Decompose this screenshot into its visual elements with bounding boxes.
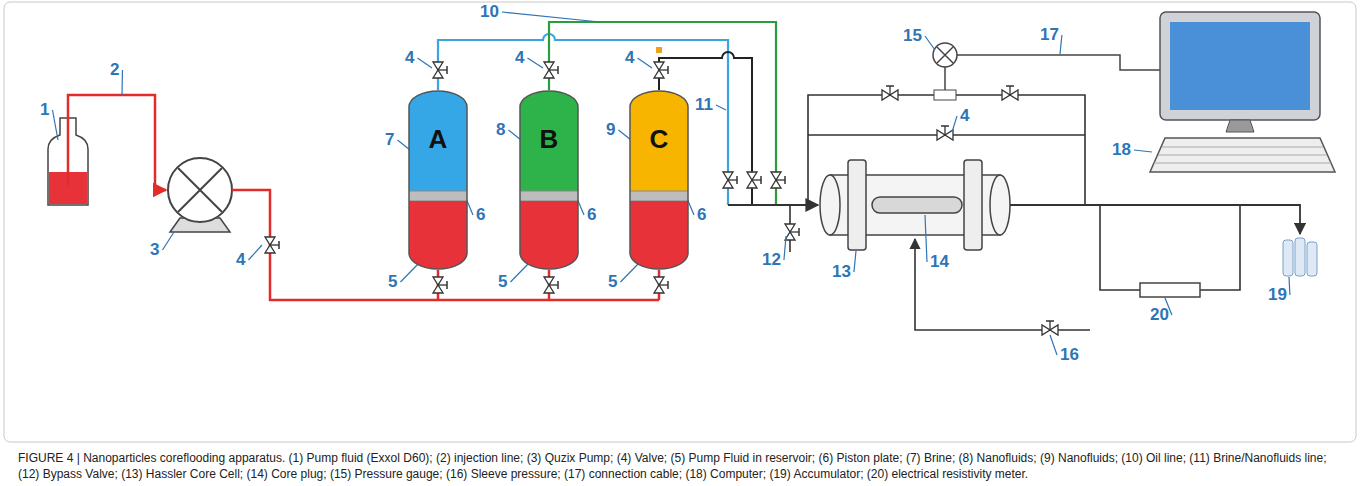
callout-number: 5 [608, 272, 617, 292]
leader-line [248, 245, 262, 260]
pump-cross [178, 168, 222, 212]
computer-monitor [1160, 12, 1320, 120]
leader-line [52, 110, 58, 140]
leader-line [952, 116, 957, 132]
core-cell-flange [848, 160, 866, 250]
callout-number: 11 [695, 95, 713, 115]
sleeve-line [915, 239, 1090, 330]
leader-line [510, 262, 530, 282]
callout-number: 5 [388, 272, 397, 292]
callout-number: 10 [480, 2, 499, 22]
callout-number: 4 [236, 250, 245, 270]
pump-fluid-line [232, 190, 659, 300]
cylinder-shape [408, 90, 468, 270]
leader-line [400, 262, 420, 282]
brine-line [438, 34, 728, 205]
leader-line [397, 140, 410, 150]
leader-line [508, 130, 521, 140]
monitor-stand [1226, 120, 1254, 132]
pressure-gauge [933, 43, 957, 67]
oil-line [549, 22, 776, 205]
callout-number: 18 [1112, 140, 1131, 160]
leader-line [618, 130, 631, 140]
callout-number: 4 [515, 48, 524, 68]
pump [168, 158, 232, 222]
core-cell-end [990, 175, 1010, 235]
core-cell-flange [964, 160, 982, 250]
callout-number: 3 [150, 240, 159, 260]
figure-frame [4, 2, 1356, 442]
leader-line [527, 58, 543, 68]
outlet-line [1010, 205, 1300, 234]
callout-number: 6 [697, 205, 706, 225]
figure-caption: FIGURE 4 | Nanoparticles coreflooding ap… [18, 450, 1340, 482]
callout-number: 1 [40, 100, 49, 120]
computer-screen [1170, 22, 1310, 110]
accumulator-tube [1307, 242, 1317, 276]
leader-line [121, 70, 123, 95]
injection-line [68, 95, 166, 190]
cylinder-shape [629, 90, 689, 270]
reservoir-cylinder: B [519, 90, 579, 270]
resistivity-meter [1140, 283, 1200, 297]
inlet-line [728, 204, 818, 206]
leader-line [620, 262, 640, 282]
callout-number: 4 [625, 48, 634, 68]
callout-number: 2 [110, 60, 119, 80]
reservoir-cylinder: A [408, 90, 468, 270]
callout-number: 15 [903, 26, 922, 46]
accumulator-tube [1283, 240, 1293, 276]
leader-line [1050, 335, 1057, 355]
callout-number: 8 [496, 120, 505, 140]
callout-number: 6 [587, 205, 596, 225]
callout-number: 14 [930, 252, 949, 272]
leader-line [1134, 150, 1152, 152]
leader-line [1288, 277, 1290, 295]
callout-number: 4 [405, 48, 414, 68]
valve-symbols [265, 62, 1058, 335]
callout-number: 12 [762, 250, 781, 270]
callout-number: 5 [498, 272, 507, 292]
valve-tip [656, 47, 662, 53]
pressure-transducer [934, 90, 956, 100]
connection-cable [957, 55, 1160, 70]
callout-number: 16 [1060, 345, 1079, 365]
callout-number: 13 [832, 262, 851, 282]
callout-number: 4 [960, 106, 969, 126]
leader-line [925, 215, 927, 262]
leader-line [502, 12, 600, 22]
callout-number: 7 [385, 130, 394, 150]
leader-line [637, 58, 652, 68]
leader-line [162, 232, 174, 250]
cylinder-letter: C [650, 124, 669, 155]
leader-line [854, 251, 856, 272]
reservoir-cylinder: C [629, 90, 689, 270]
leader-line [784, 236, 786, 260]
core-cell-end [820, 175, 840, 235]
cylinder-letter: B [540, 124, 559, 155]
computer-keyboard [1150, 138, 1335, 172]
accumulator-tube [1295, 238, 1305, 276]
leader-line [417, 58, 432, 68]
leader-line [716, 105, 726, 110]
core-plug [872, 197, 962, 213]
resistivity-loop [1100, 205, 1240, 290]
callout-number: 20 [1150, 305, 1169, 325]
cylinder-letter: A [429, 124, 448, 155]
leader-line [925, 36, 935, 50]
callout-number: 6 [476, 205, 485, 225]
callout-number: 17 [1040, 25, 1059, 45]
callout-number: 9 [606, 120, 615, 140]
leader-line [1060, 35, 1062, 54]
callout-number: 19 [1268, 285, 1287, 305]
cylinder-shape [519, 90, 579, 270]
